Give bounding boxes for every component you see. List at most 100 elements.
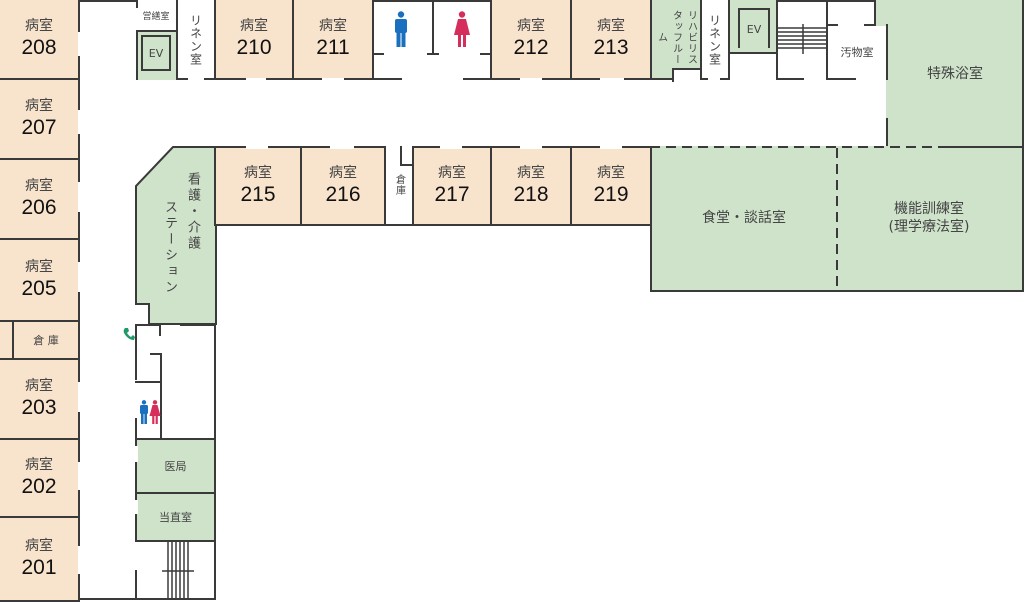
rehab-notch (672, 68, 702, 82)
storage-center[interactable]: 倉庫 (384, 146, 414, 226)
soiled-utility-room[interactable]: 汚物室 (828, 28, 886, 76)
door (78, 262, 82, 292)
linen-label: リネン室 (188, 14, 203, 66)
wall (720, 78, 730, 80)
maintenance-label: 営繕室 (142, 11, 170, 22)
room-label: 病室 (240, 18, 268, 34)
room-label: 病室 (25, 457, 53, 473)
storage-west[interactable]: 倉 庫 (12, 320, 80, 360)
door (78, 546, 82, 574)
stairs-icon[interactable] (160, 542, 200, 600)
special-bath-room[interactable]: 特殊浴室 (886, 0, 1024, 148)
storage-label: 倉庫 (393, 174, 405, 196)
room-218[interactable]: 病室 218 (490, 146, 572, 226)
wall (159, 324, 161, 336)
room-number: 207 (21, 116, 57, 139)
wall (700, 78, 708, 80)
wall (776, 0, 778, 80)
door (78, 182, 82, 212)
door (78, 382, 82, 412)
medical-office[interactable]: 医局 (135, 438, 216, 494)
room-number: 202 (21, 475, 57, 498)
door (78, 110, 82, 134)
soiled-utility-label: 汚物室 (840, 46, 874, 59)
room-label: 病室 (517, 18, 545, 34)
wall (427, 53, 439, 55)
male-toilet-icon (140, 400, 148, 424)
functional-training-room[interactable]: 機能訓練室 (理学療法室) (836, 146, 1024, 292)
room-label: 病室 (517, 165, 545, 181)
stairs-icon[interactable] (778, 24, 828, 54)
door (246, 145, 268, 149)
wall (180, 324, 216, 326)
room-208[interactable]: 病室 208 (0, 0, 80, 80)
linen-room-east[interactable]: リネン室 (700, 0, 730, 80)
door (330, 145, 354, 149)
phone-icon (123, 328, 135, 340)
wall (135, 381, 162, 383)
door (600, 145, 622, 149)
room-202[interactable]: 病室 202 (0, 438, 80, 518)
elevator-east[interactable]: EV (738, 8, 770, 48)
room-label: 病室 (25, 259, 53, 275)
medical-office-label: 医局 (164, 460, 187, 473)
wall (400, 146, 402, 166)
room-211[interactable]: 病室 211 (292, 0, 374, 80)
duty-room-label: 当直室 (159, 511, 192, 524)
training-label-line2: (理学療法室) (888, 219, 970, 235)
wall (886, 118, 888, 146)
wall (946, 146, 1024, 148)
room-number: 215 (240, 183, 276, 206)
room-217[interactable]: 病室 217 (412, 146, 492, 226)
dining-lounge-room[interactable]: 食堂・談話室 (650, 146, 838, 292)
door (246, 78, 266, 82)
elevator-label: EV (148, 46, 164, 60)
elevator-west[interactable]: EV (141, 35, 171, 71)
elevator-label: EV (746, 22, 762, 36)
room-label: 病室 (597, 18, 625, 34)
wall (463, 78, 492, 80)
room-201[interactable]: 病室 201 (0, 516, 80, 602)
room-label: 病室 (597, 165, 625, 181)
wall (372, 0, 374, 80)
room-label: 病室 (25, 538, 53, 554)
room-203[interactable]: 病室 203 (0, 358, 80, 440)
bath-fill (876, 0, 888, 26)
room-212[interactable]: 病室 212 (490, 0, 572, 80)
dining-label: 食堂・談話室 (702, 210, 786, 226)
room-216[interactable]: 病室 216 (300, 146, 386, 226)
door (78, 462, 82, 490)
wall (826, 24, 838, 26)
room-label: 病室 (25, 18, 53, 34)
maintenance-room[interactable]: 営繕室 (136, 0, 178, 30)
wall (136, 0, 138, 8)
dashed-partition (836, 148, 838, 292)
room-number: 203 (21, 396, 57, 419)
wall (432, 0, 434, 54)
room-219[interactable]: 病室 219 (570, 146, 652, 226)
room-205[interactable]: 病室 205 (0, 238, 80, 322)
door (440, 145, 462, 149)
male-toilet-icon (395, 11, 407, 47)
room-label: 病室 (329, 165, 357, 181)
door (78, 32, 82, 56)
wall (480, 53, 492, 55)
room-207[interactable]: 病室 207 (0, 78, 80, 160)
room-206[interactable]: 病室 206 (0, 158, 80, 240)
wall (135, 570, 137, 600)
room-210[interactable]: 病室 210 (214, 0, 294, 80)
room-213[interactable]: 病室 213 (570, 0, 652, 80)
duty-room[interactable]: 当直室 (135, 492, 216, 542)
room-label: 病室 (244, 165, 272, 181)
linen-room-west[interactable]: リネン室 (176, 0, 216, 80)
wall (135, 418, 137, 440)
storage-label: 倉 庫 (33, 334, 59, 347)
dashed-partition (650, 146, 950, 148)
training-label-line1: 機能訓練室 (894, 201, 964, 217)
room-215[interactable]: 病室 215 (214, 146, 302, 226)
room-number: 219 (593, 183, 629, 206)
wall (372, 78, 402, 80)
wall (728, 78, 730, 80)
wall (372, 53, 384, 55)
south-wall (78, 598, 216, 600)
